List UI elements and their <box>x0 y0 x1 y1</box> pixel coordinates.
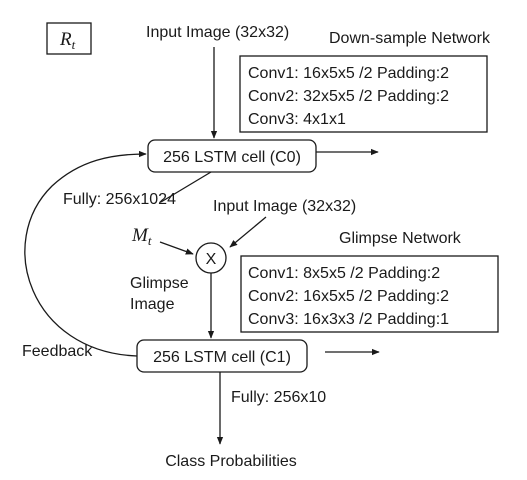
mt-subscript: t <box>148 233 152 248</box>
line-c0-to-fully <box>160 171 212 203</box>
downsample-layer-1: Conv1: 16x5x5 /2 Padding:2 <box>248 65 449 82</box>
mt-label: Mt <box>131 225 152 248</box>
multiply-node: X <box>195 242 227 274</box>
rt-box: Rt <box>46 22 92 55</box>
feedback-label: Feedback <box>22 343 93 360</box>
rt-subscript: t <box>72 37 76 52</box>
downsample-layer-3: Conv3: 4x1x1 <box>248 111 346 128</box>
rt-symbol: R <box>59 29 72 50</box>
glimpse-layer-3: Conv3: 16x3x3 /2 Padding:1 <box>248 311 449 328</box>
lstm-cell-c1: 256 LSTM cell (C1) <box>136 339 308 373</box>
svg-text:Rt: Rt <box>59 29 76 52</box>
fully-c1-label: Fully: 256x10 <box>231 389 326 406</box>
glimpse-input-label: Input Image (32x32) <box>213 198 356 215</box>
lstm-cell-c0: 256 LSTM cell (C0) <box>147 139 317 173</box>
glimpse-layer-1: Conv1: 8x5x5 /2 Padding:2 <box>248 265 440 282</box>
multiply-symbol: X <box>206 251 217 268</box>
glimpse-image-label-line-1: Glimpse <box>130 275 189 292</box>
downsample-layers-box: Conv1: 16x5x5 /2 Padding:2 Conv2: 32x5x5… <box>239 55 488 133</box>
feedback-loop-arrow <box>24 150 147 357</box>
lstm-cell-c0-label: 256 LSTM cell (C0) <box>163 149 301 166</box>
downsample-network-title: Down-sample Network <box>329 30 491 47</box>
fully-c0-label: Fully: 256x1024 <box>63 191 176 208</box>
glimpse-image-label-line-2: Image <box>130 296 175 313</box>
arrow-glimpse-input-to-multiply <box>229 216 267 248</box>
glimpse-network-title: Glimpse Network <box>339 230 462 247</box>
downsample-input-label: Input Image (32x32) <box>146 24 289 41</box>
mt-symbol: M <box>131 225 149 246</box>
glimpse-layer-2: Conv2: 16x5x5 /2 Padding:2 <box>248 288 449 305</box>
class-probabilities-label: Class Probabilities <box>165 453 297 470</box>
arrow-mt-to-multiply <box>159 241 194 255</box>
lstm-cell-c1-label: 256 LSTM cell (C1) <box>153 349 291 366</box>
glimpse-layers-box: Conv1: 8x5x5 /2 Padding:2 Conv2: 16x5x5 … <box>240 255 499 333</box>
downsample-layer-2: Conv2: 32x5x5 /2 Padding:2 <box>248 88 449 105</box>
